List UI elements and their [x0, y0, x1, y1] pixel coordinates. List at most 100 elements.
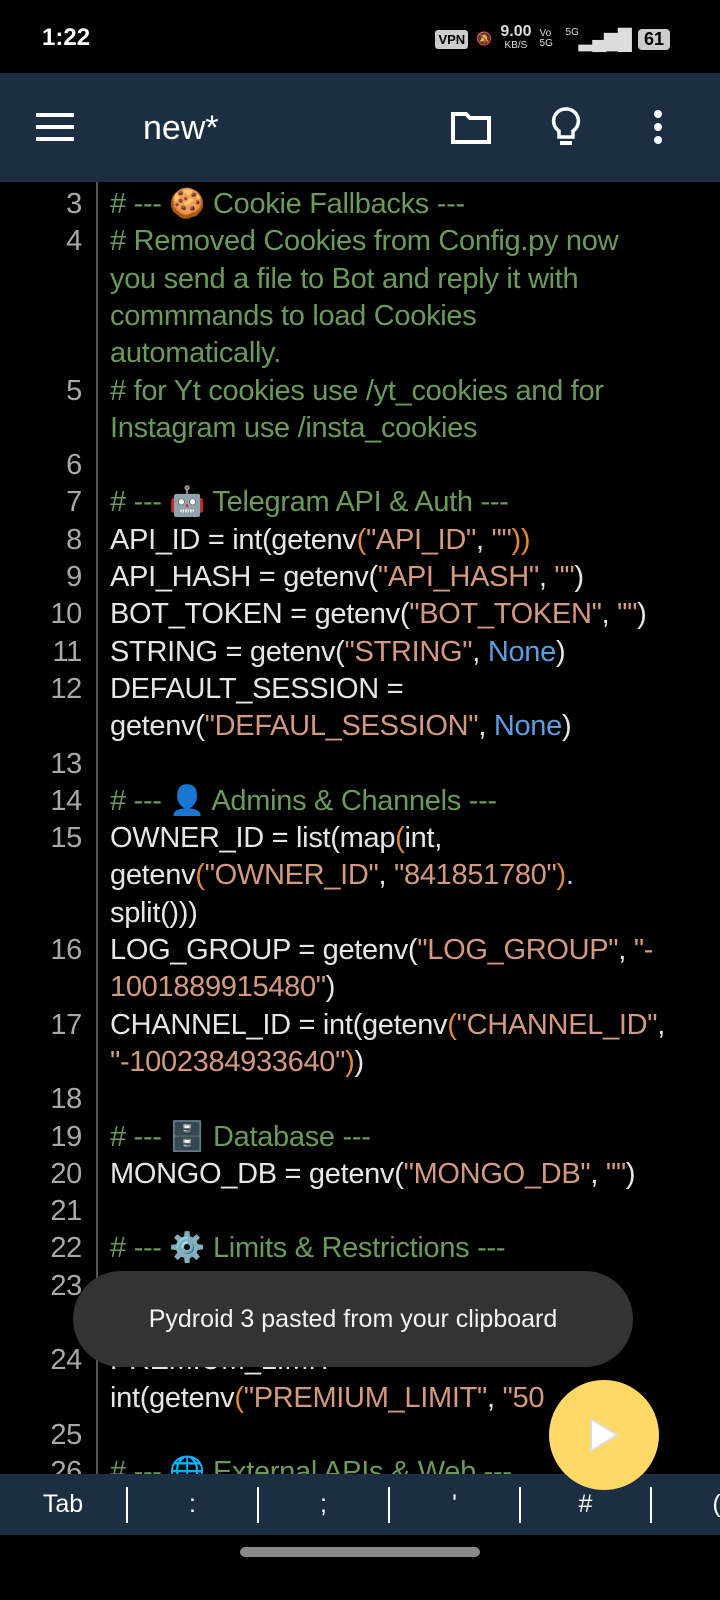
code-row: 25 [0, 1417, 720, 1454]
more-options-icon[interactable] [634, 103, 682, 151]
token-plain: OWNER_ID = list(map [110, 822, 396, 855]
code-row: you send a file to Bot and reply it with [0, 261, 720, 298]
token-plain: , [657, 1008, 666, 1041]
code-text: BOT_TOKEN = getenv("BOT_TOKEN", "") [110, 596, 647, 633]
extra-key[interactable]: Tab [42, 1490, 84, 1518]
token-plain: , [378, 859, 395, 892]
code-row: 4# Removed Cookies from Config.py now [0, 223, 720, 260]
extra-key[interactable]: : [189, 1490, 196, 1518]
code-row: int(getenv("PREMIUM_LIMIT", "50 [0, 1380, 720, 1417]
extra-key[interactable]: # [578, 1490, 593, 1518]
token-str: "OWNER_ID" [204, 859, 379, 892]
run-button[interactable] [549, 1380, 659, 1490]
code-row: Instagram use /insta_cookies [0, 410, 720, 447]
home-gesture-handle[interactable] [240, 1547, 480, 1557]
code-text: # --- 🗄️ Database --- [110, 1119, 371, 1156]
token-plain: split())) [110, 896, 198, 929]
extra-key[interactable]: ' [452, 1490, 457, 1518]
line-number: 26 [50, 1456, 82, 1474]
token-paren: ( [234, 1381, 244, 1414]
battery-icon: 61 [637, 28, 670, 50]
token-str: "" [617, 598, 638, 631]
token-comment: # --- 🌐 External APIs & Web --- [110, 1456, 512, 1474]
extra-key[interactable]: ; [320, 1490, 327, 1518]
line-number: 21 [50, 1195, 82, 1228]
line-number: 6 [66, 449, 82, 482]
token-plain: DEFAULT_SESSION = [110, 672, 404, 705]
code-text: MONGO_DB = getenv("MONGO_DB", "") [110, 1156, 636, 1193]
token-plain: int(getenv [110, 1381, 235, 1414]
token-plain: LOG_GROUP = getenv( [110, 934, 418, 966]
code-row: 3 # --- 🍪 Cookie Fallbacks --- [0, 186, 720, 223]
token-comment: # Removed Cookies from Config.py now [110, 225, 619, 258]
token-str: "API_HASH" [377, 561, 539, 593]
extra-key[interactable]: ( [712, 1490, 720, 1518]
token-comment: # --- ⚙️ Limits & Restrictions --- [110, 1232, 506, 1265]
code-row: getenv("DEFAUL_SESSION", None) [0, 708, 720, 745]
token-paren: ( [356, 523, 367, 556]
code-text: getenv("DEFAUL_SESSION", None) [110, 708, 572, 745]
code-row: commmands to load Cookies [0, 298, 720, 335]
line-number: 24 [50, 1344, 82, 1377]
token-plain: API_ID = int(getenv [110, 523, 357, 556]
token-plain: STRING = getenv( [110, 635, 345, 668]
token-str: "BOT_TOKEN" [409, 598, 602, 631]
code-editor[interactable]: 3 # --- 🍪 Cookie Fallbacks ---4# Removed … [0, 182, 720, 1474]
token-comment: you send a file to Bot and reply it with [110, 262, 579, 295]
menu-icon[interactable] [36, 113, 74, 141]
code-row: "-1002384933640")) [0, 1044, 720, 1081]
key-separator [388, 1486, 390, 1523]
token-plain: , [618, 934, 634, 966]
line-number: 14 [50, 784, 82, 817]
token-str: "" [605, 1157, 626, 1190]
token-str: "" [491, 523, 512, 556]
token-str: "STRING" [344, 635, 473, 668]
code-text: "-1002384933640")) [110, 1044, 364, 1081]
token-plain: ) [555, 635, 566, 668]
code-text: # --- 🍪 Cookie Fallbacks --- [110, 186, 465, 223]
lightbulb-icon[interactable] [542, 103, 590, 151]
key-separator [126, 1486, 128, 1523]
code-text: API_HASH = getenv("API_HASH", "") [110, 559, 584, 596]
token-comment: automatically. [110, 337, 281, 370]
line-number: 3 [66, 188, 82, 220]
code-text: # --- ⚙️ Limits & Restrictions --- [110, 1230, 505, 1267]
token-str: "DEFAUL_SESSION" [204, 710, 479, 743]
navigation-bar [0, 1535, 720, 1600]
code-text: you send a file to Bot and reply it with [110, 261, 579, 298]
code-row: 26 # --- 🌐 External APIs & Web --- [0, 1454, 720, 1474]
folder-icon[interactable] [447, 103, 495, 151]
token-plain: getenv [110, 859, 196, 892]
token-plain: , [476, 523, 492, 556]
token-plain: ) [637, 598, 647, 631]
token-plain: ) [574, 561, 584, 593]
token-plain: , [590, 1157, 606, 1190]
token-plain: getenv( [110, 710, 205, 743]
clock: 1:22 [42, 24, 91, 51]
token-str: "CHANNEL_ID" [456, 1008, 658, 1041]
token-comment: # for Yt cookies use /yt_cookies and for [110, 374, 604, 407]
key-separator [519, 1486, 521, 1523]
code-row: 19# --- 🗄️ Database --- [0, 1119, 720, 1156]
code-row: 21 [0, 1193, 720, 1230]
bell-muted-icon: 🔕 [476, 31, 493, 46]
code-text: STRING = getenv("STRING", None) [110, 634, 566, 671]
file-title: new* [143, 109, 219, 147]
code-text: getenv("OWNER_ID", "841851780"). [110, 857, 574, 894]
token-paren: ( [447, 1008, 457, 1041]
code-text: 1001889915480") [110, 969, 335, 1006]
line-number: 18 [50, 1083, 82, 1116]
token-kw: None [487, 635, 556, 668]
token-str: "-1002384933640" [110, 1045, 346, 1078]
token-plain: , [487, 1381, 503, 1414]
token-plain: , [478, 710, 494, 743]
code-row: getenv("OWNER_ID", "841851780"). [0, 857, 720, 894]
app-toolbar: new* [0, 73, 720, 182]
key-separator [650, 1486, 652, 1523]
